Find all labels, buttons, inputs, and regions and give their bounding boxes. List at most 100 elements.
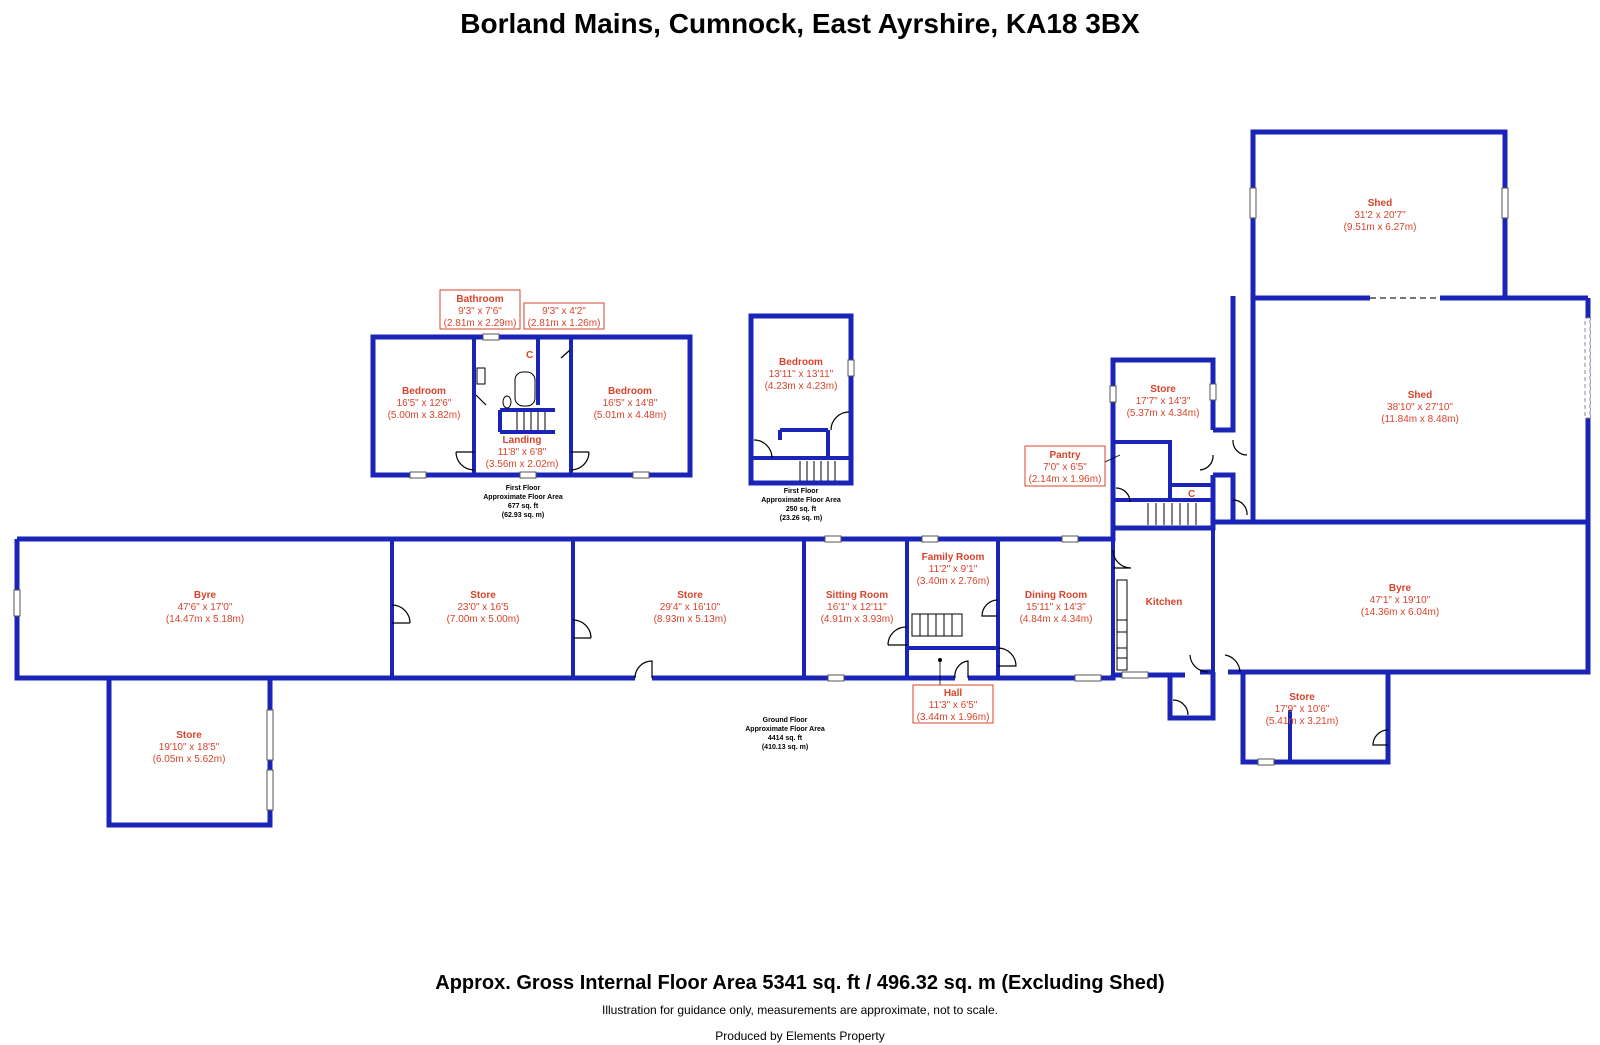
bedroom-annex-dim-imperial: 13'11" x 13'11" [769,369,834,380]
window-kitchen-bottom [1121,671,1149,679]
store-a-dim-metric: (7.00m x 5.00m) [447,614,520,625]
window-dining-top [1061,535,1079,543]
disclaimer: Illustration for guidance only, measurem… [602,1003,998,1017]
pantry-pointer [1104,454,1121,463]
room-bedroom-right: Bedroom 16'5" x 14'8" (5.01m x 4.48m) [594,386,667,421]
store-lower-right-dim-metric: (5.41m x 3.21m) [1266,716,1339,727]
pantry-wall [1113,440,1172,498]
window-byre [13,589,21,617]
door-hall-front [954,660,969,679]
window-store-lr [1257,758,1275,766]
door-pantry [1115,487,1131,503]
bathroom-label: Bathroom 9'3" x 7'6" (2.81m x 2.29m) [439,289,521,330]
landing-dim-imperial: 11'8" x 6'8" [498,447,547,458]
cupboard-label-2: C [1188,489,1195,500]
ground-line4: (410.13 sq. m) [762,744,808,751]
bedroom-right-dim-metric: (5.01m x 4.48m) [594,410,667,421]
store-a-dim-imperial: 23'0" x 16'5 [457,602,509,613]
bedroom-right-dim-imperial: 16'5" x 14'8" [603,398,658,409]
link-corridor [1213,296,1248,522]
gross-area-summary: Approx. Gross Internal Floor Area 5341 s… [435,972,1165,994]
door-store-lr [1372,729,1389,746]
window-fl-4 [482,333,500,341]
hall-label-box [912,684,994,724]
pantry-label: Pantry 7'0" x 6'5" (2.14m x 1.96m) [1024,445,1121,487]
kitchen-units [1116,579,1128,671]
pantry-name: Pantry [1049,450,1081,461]
first-floor-main: C [370,333,693,479]
kitchen-sink-icon [1116,647,1128,659]
door-ensuite [560,349,571,359]
bedroom-left-name: Bedroom [402,386,446,397]
hall-dim-imperial: 11'3" x 6'5" [929,700,978,711]
window-shed-2 [1501,187,1509,219]
pantry-label-box [1024,445,1106,487]
annex-outline [748,313,854,486]
room-family-room: Family Room 11'2" x 9'1" (3.40m x 2.76m) [917,552,990,587]
cupboard-label: C [526,350,533,361]
store-lower-right-name: Store [1289,692,1315,703]
byre-left-dim-imperial: 47'6" x 17'0" [178,602,233,613]
first-annex-line4: (23.26 sq. m) [780,515,822,522]
ground-line1: Ground Floor [763,717,808,724]
stairs-annex [799,461,836,481]
upper-store-block: C Store 17'7" x 14'3" (5.37m x 4.34m) [1109,357,1217,528]
door-annex-1 [753,439,773,459]
byre-right-dim-metric: (14.36m x 6.04m) [1361,607,1439,618]
window-family-top [921,535,939,543]
stairs-first [516,412,546,430]
room-landing: Landing 11'8" x 6'8" (3.56m x 2.02m) [486,435,559,470]
stairs-family [919,614,953,636]
ensuite-label: 9'3" x 4'2" (2.81m x 1.26m) [523,302,605,330]
ensuite-label-box [523,302,605,330]
shed-top-dim-imperial: 31'2 x 20'7" [1354,210,1406,221]
byre-right-name: Byre [1389,583,1412,594]
store-b-dim-imperial: 29'4" x 16'10" [660,602,721,613]
room-dining-room: Dining Room 15'11" x 14'3" (4.84m x 4.34… [1020,590,1093,625]
ensuite-dim-imperial: 9'3" x 4'2" [542,306,586,317]
hob-icon [1116,619,1128,633]
shed-mid-opening [1584,317,1591,419]
store-b-name: Store [677,590,703,601]
door-store-up [1199,454,1214,471]
room-store-a: Store 23'0" x 16'5 (7.00m x 5.00m) [447,590,520,625]
landing-name: Landing [503,435,542,446]
room-sitting-room: Sitting Room 16'1" x 12'11" (4.91m x 3.9… [821,590,894,625]
sitting-room-dim-imperial: 16'1" x 12'11" [827,602,887,613]
window-fl-3 [632,471,650,479]
store-lower-left-dim-imperial: 19'10" x 18'5" [159,742,220,753]
first-annex-line2: Approximate Floor Area [761,497,841,504]
dining-room-name: Dining Room [1025,590,1087,601]
ground-floor-area: Ground Floor Approximate Floor Area 4414… [745,717,825,751]
pantry-dim-metric: (2.14m x 1.96m) [1029,474,1102,485]
window-annex [847,359,855,377]
byre-right-dim-imperial: 47'1" x 19'10" [1370,595,1431,606]
door-sitting [887,626,908,646]
store-a-name: Store [470,590,496,601]
door-byre-store [391,604,411,624]
door-bath [475,394,487,406]
window-fl-1 [409,471,427,479]
dining-room-dim-imperial: 15'11" x 14'3" [1026,602,1086,613]
byre-left-dim-metric: (14.47m x 5.18m) [166,614,244,625]
porch-outline [1167,672,1216,721]
store-upper-dim-imperial: 17'7" x 14'3" [1136,396,1191,407]
window-sitting-bottom [827,674,845,682]
byre-left-name: Byre [194,590,217,601]
door-family [981,599,999,617]
door-porch [1172,699,1189,716]
porch [1167,672,1216,721]
first-main-line2: Approximate Floor Area [483,494,563,501]
ground-line2: Approximate Floor Area [745,726,825,733]
window-shed-1 [1249,187,1257,219]
dining-room-dim-metric: (4.84m x 4.34m) [1020,614,1093,625]
window-store-ll [266,709,274,761]
first-annex-line3: 250 sq. ft [786,506,817,513]
shed-top-dim-metric: (9.51m x 6.27m) [1344,222,1417,233]
door-kitchen-top [1112,549,1132,569]
first-annex-line1: First Floor [784,488,819,495]
hall-name: Hall [944,688,963,699]
family-room-dim-imperial: 11'2" x 9'1" [929,564,978,575]
window-sitting-top [824,535,842,543]
